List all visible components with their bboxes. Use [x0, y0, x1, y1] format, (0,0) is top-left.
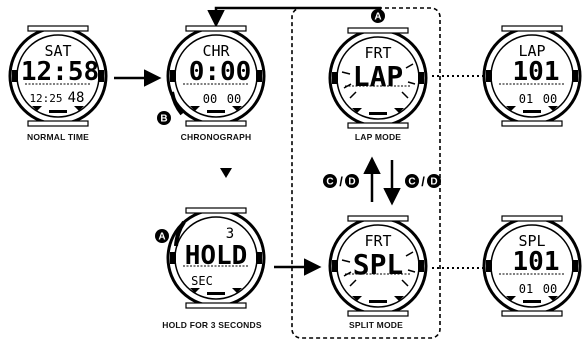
- b-press-indicator: [170, 91, 184, 116]
- button-a-label-top: A: [374, 12, 381, 23]
- slash-right: /: [421, 174, 425, 189]
- watch-hold: 3 HOLD SEC: [166, 206, 266, 310]
- watch-split-mode: FRT SPL: [328, 214, 428, 318]
- lapres-sub-left: 01: [519, 92, 533, 106]
- blink-rays-split: [341, 251, 416, 287]
- button-c-label-right: C: [408, 177, 415, 188]
- split-main-text: SPL: [353, 248, 404, 281]
- label-split-mode: SPLIT MODE: [349, 320, 403, 330]
- lapres-sub-right: 00: [543, 92, 557, 106]
- label-hold: HOLD FOR 3 SECONDS: [162, 320, 262, 330]
- chrono-main-text: 0:00: [189, 57, 252, 87]
- hold-top-text: 3: [226, 226, 234, 242]
- slash-left: /: [339, 174, 343, 189]
- label-lap-mode: LAP MODE: [354, 132, 402, 142]
- label-chronograph: CHRONOGRAPH: [180, 132, 252, 142]
- lapres-top-text: LAP: [518, 42, 545, 60]
- blink-rays: [341, 63, 416, 99]
- normal-sub-left: 12:25: [29, 92, 62, 105]
- normal-main-text: 12:58: [21, 57, 99, 87]
- watch-lap-mode: FRT LAP: [328, 26, 428, 130]
- chrono-sub-right: 00: [227, 92, 241, 106]
- lap-main-text: LAP: [353, 60, 404, 93]
- splitres-main-text: 101: [513, 247, 560, 277]
- down-triangle-icon: [220, 168, 232, 178]
- a-press-indicator: [174, 220, 186, 247]
- button-a-label-hold: A: [158, 232, 165, 243]
- return-arrow: [207, 6, 382, 28]
- button-a-badge-top: A: [371, 9, 385, 23]
- chrono-sub-left: 00: [203, 92, 217, 106]
- watch-normal-time: SAT 12:58 12:25 48: [8, 24, 108, 128]
- button-c-label-left: C: [326, 177, 333, 188]
- normal-sub-right: 48: [68, 90, 85, 106]
- chrono-top-text: CHR: [202, 42, 230, 60]
- watch-split-result: SPL 101 01 00: [482, 214, 582, 318]
- normal-top-text: SAT: [44, 42, 71, 60]
- label-normal-time: NORMAL TIME: [26, 132, 90, 142]
- splitres-sub-left: 01: [519, 282, 533, 296]
- button-b-badge: B: [157, 111, 171, 125]
- lap-top-text: FRT: [364, 44, 391, 62]
- watch-lap-result: LAP 101 01 00: [482, 24, 582, 128]
- button-a-badge-hold: A: [155, 229, 169, 243]
- watch-chronograph: CHR 0:00 00 00: [166, 24, 266, 128]
- c-d-right: C / D: [405, 174, 441, 189]
- button-d-label-left: D: [348, 177, 355, 188]
- button-b-label: B: [160, 114, 167, 125]
- hold-main-text: HOLD: [185, 241, 248, 271]
- lapres-main-text: 101: [513, 57, 560, 87]
- splitres-top-text: SPL: [518, 232, 545, 250]
- hold-sub-text: SEC: [191, 274, 213, 288]
- splitres-sub-right: 00: [543, 282, 557, 296]
- button-d-label-right: D: [430, 177, 437, 188]
- split-top-text: FRT: [364, 232, 391, 250]
- c-d-left: C / D: [323, 174, 359, 189]
